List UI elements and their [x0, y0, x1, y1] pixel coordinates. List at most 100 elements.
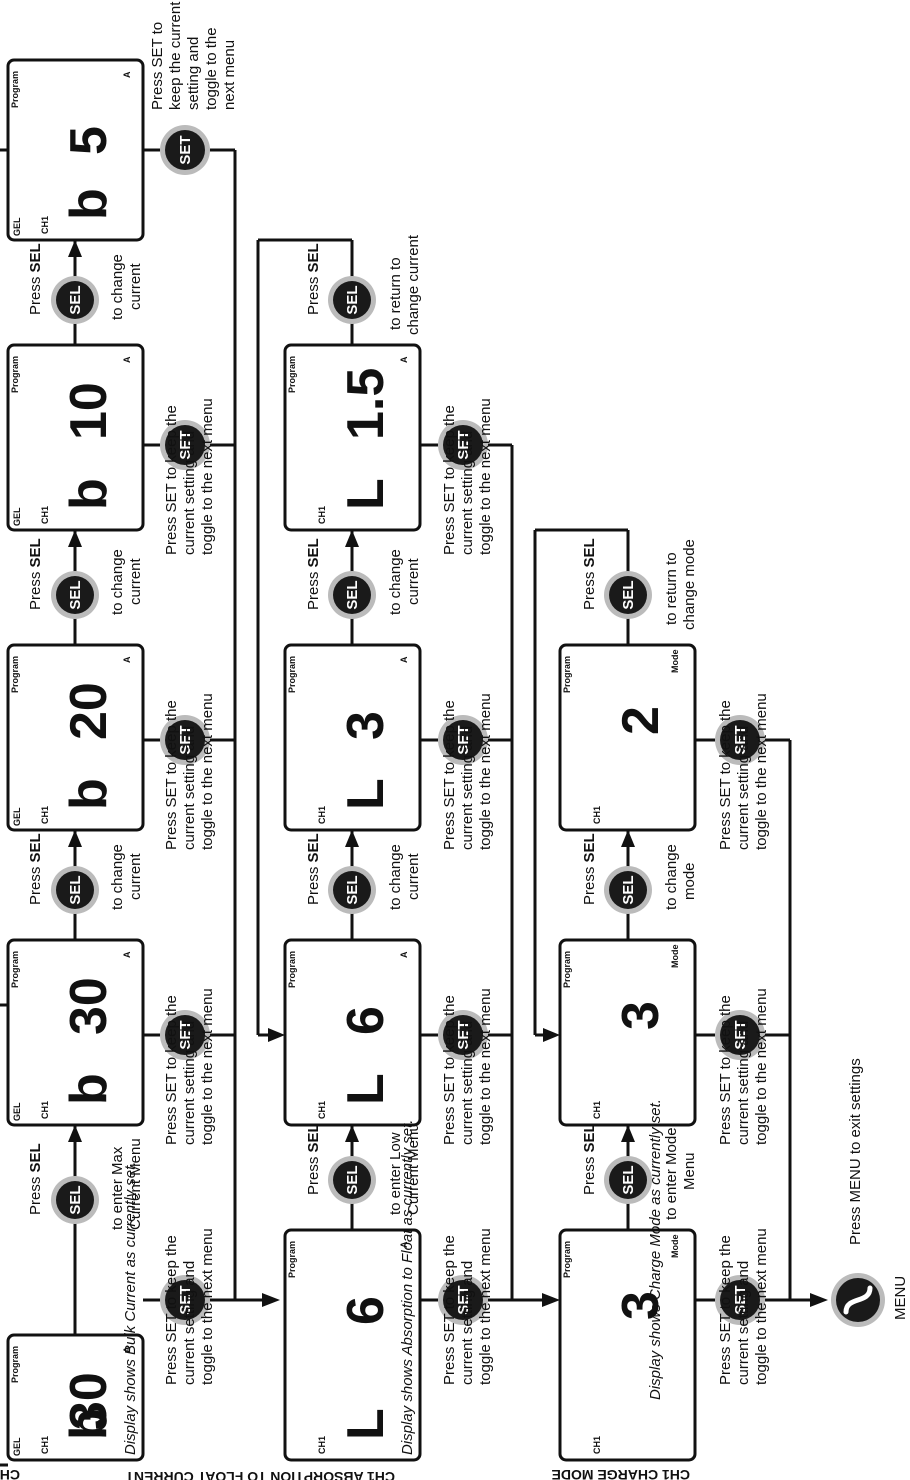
sel-button[interactable]: SEL [604, 866, 652, 914]
svg-text:SEL: SEL [620, 580, 637, 609]
gel-label: GEL [12, 507, 22, 526]
set-button[interactable]: SET [438, 420, 488, 470]
sel-button[interactable]: SEL [51, 276, 99, 324]
svg-text:current setting and: current setting and [181, 1261, 198, 1385]
ch1-label: CH1 [317, 806, 327, 824]
svg-text:Press SEL: Press SEL [581, 1123, 598, 1195]
set-button[interactable]: SET [160, 1010, 210, 1060]
ch1-label: CH1 [40, 806, 50, 824]
program-label: Program [10, 71, 20, 108]
svg-text:to enter Max: to enter Max [109, 1146, 126, 1230]
ch1-label: CH1 [317, 1436, 327, 1454]
sel-button[interactable]: SEL [328, 276, 376, 324]
amp-label: A [122, 951, 132, 958]
sel-button[interactable]: SEL [604, 571, 652, 619]
display-note: Display shows Bulk Current as currently … [122, 1162, 139, 1455]
svg-text:to enter Mode: to enter Mode [663, 1127, 680, 1220]
gel-label: GEL [12, 1102, 22, 1121]
sel-button[interactable]: SEL [51, 571, 99, 619]
sel-button[interactable]: SEL [328, 571, 376, 619]
svg-text:Press SET to: Press SET to [149, 22, 166, 110]
set-button[interactable]: SET [715, 715, 765, 765]
svg-text:to return to: to return to [387, 257, 404, 330]
set-caption: Press SET to keep the current setting an… [441, 1228, 494, 1385]
svg-text:toggle to the next menu: toggle to the next menu [199, 988, 216, 1145]
svg-text:SEL: SEL [344, 875, 361, 904]
set-button[interactable]: SET [160, 715, 210, 765]
exit-instruction: Press MENU to exit settings [847, 1058, 864, 1245]
mode-display-1 [558, 1228, 697, 1462]
svg-text:toggle to the next menu: toggle to the next menu [753, 1228, 770, 1385]
amp-label: A [122, 71, 132, 78]
svg-text:Press SEL: Press SEL [27, 1143, 44, 1215]
set-button[interactable]: SET [715, 1010, 765, 1060]
lcd-right-digit: 30 [60, 1372, 118, 1430]
set-button[interactable]: SET [438, 715, 488, 765]
gel-label: GEL [12, 807, 22, 826]
svg-text:SEL: SEL [620, 1165, 637, 1194]
svg-text:toggle to the next menu: toggle to the next menu [477, 398, 494, 555]
lcd-right-digit: 30 [60, 977, 118, 1035]
sel-button[interactable]: SEL [51, 1176, 99, 1224]
lcd-right-digit: 10 [60, 382, 118, 440]
svg-text:SEL: SEL [620, 875, 637, 904]
program-label: Program [287, 656, 297, 693]
ch1-label: CH1 [317, 1101, 327, 1119]
lcd-left-digit: L [337, 1408, 395, 1440]
set-caption: Press SET to keep the current setting an… [163, 988, 216, 1145]
svg-text:current: current [405, 852, 422, 900]
svg-text:Current Menu: Current Menu [405, 1123, 422, 1215]
svg-text:SET: SET [455, 430, 472, 459]
svg-text:toggle to the next menu: toggle to the next menu [199, 398, 216, 555]
svg-text:toggle to the: toggle to the [203, 27, 220, 110]
set-button[interactable]: SET [715, 1275, 765, 1325]
svg-text:keep the current: keep the current [167, 1, 184, 110]
svg-text:SEL: SEL [344, 580, 361, 609]
svg-text:Press SET to keep the: Press SET to keep the [163, 1235, 180, 1385]
svg-text:change mode: change mode [681, 539, 698, 630]
menu-button[interactable] [831, 1273, 885, 1327]
lcd-right-digit: 3 [337, 711, 395, 740]
display-note: Display shows Absorption to Float as cur… [399, 1120, 416, 1455]
svg-text:to change: to change [109, 844, 126, 910]
ch1-label: CH1 [40, 506, 50, 524]
svg-text:SEL: SEL [67, 1185, 84, 1214]
svg-text:toggle to the next menu: toggle to the next menu [477, 988, 494, 1145]
svg-text:current setting and: current setting and [181, 431, 198, 555]
svg-text:current setting and: current setting and [181, 726, 198, 850]
lcd-right-digit: 20 [60, 682, 118, 740]
set-button[interactable]: SET [160, 125, 210, 175]
set-caption-top: Press SET to keep the current setting an… [149, 1, 238, 110]
sel-button[interactable]: SEL [51, 866, 99, 914]
set-button[interactable]: SET [160, 420, 210, 470]
set-caption: Press SET to keep the current setting an… [163, 1228, 216, 1385]
lcd-left-digit: b [60, 1073, 118, 1105]
svg-text:SET: SET [177, 135, 194, 164]
set-button[interactable]: SET [438, 1275, 488, 1325]
sel-button[interactable]: SEL [604, 1156, 652, 1204]
program-label: Program [287, 1241, 297, 1278]
svg-text:SET: SET [455, 1020, 472, 1049]
program-label: Program [287, 356, 297, 393]
ch1-label: CH1 [592, 806, 602, 824]
svg-text:Press SET to keep the: Press SET to keep the [441, 700, 458, 850]
svg-text:SET: SET [177, 1285, 194, 1314]
sel-button[interactable]: SEL [328, 1156, 376, 1204]
svg-text:SET: SET [732, 1020, 749, 1049]
sel-button[interactable]: SEL [328, 866, 376, 914]
svg-text:Press SEL: Press SEL [27, 538, 44, 610]
program-label: Program [10, 656, 20, 693]
svg-text:SEL: SEL [344, 1165, 361, 1194]
svg-text:current setting and: current setting and [459, 1021, 476, 1145]
lcd-right-digit: 3 [612, 1291, 670, 1320]
svg-text:toggle to the next menu: toggle to the next menu [477, 1228, 494, 1385]
svg-text:Press SET to keep the: Press SET to keep the [717, 1235, 734, 1385]
set-button[interactable]: SET [438, 1010, 488, 1060]
svg-text:Press SET to keep the: Press SET to keep the [441, 1235, 458, 1385]
set-caption: Press SET to keep the current setting an… [163, 693, 216, 850]
set-button[interactable]: SET [160, 1275, 210, 1325]
svg-text:Press SET to keep the: Press SET to keep the [717, 995, 734, 1145]
program-label: Program [287, 951, 297, 988]
